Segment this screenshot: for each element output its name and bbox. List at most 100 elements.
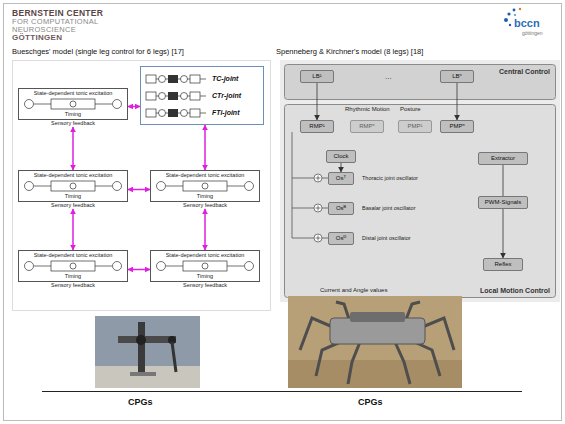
line-shape [227, 266, 244, 267]
joint-name: FTi-joint [212, 109, 239, 116]
left-diagram-frame [13, 61, 271, 311]
box-label: LBⁿ [444, 73, 470, 80]
rect-shape [146, 75, 156, 83]
module-heading: State-dependent tonic excitation [153, 172, 257, 179]
box-label: Osᵀ [332, 175, 350, 182]
leg-controller-box: State-dependent tonic excitationTimingSe… [150, 170, 260, 209]
rect-shape [190, 75, 200, 83]
slide-label: GÖTTINGEN [12, 33, 62, 42]
module-frame: State-dependent tonic excitationTiming [150, 170, 260, 202]
signal-arrow [503, 209, 504, 258]
circle-shape [157, 262, 166, 271]
joint-name: CTr-joint [212, 92, 241, 99]
feedback-label: Sensory feedback [150, 282, 260, 289]
neuron-circuit-symbol [153, 259, 257, 273]
module-frame: State-dependent tonic excitationTiming [18, 88, 128, 120]
timing-label: Timing [21, 111, 125, 118]
rect-shape [190, 92, 200, 100]
joint-callout-box: TC-jointCTr-jointFTi-joint [140, 66, 264, 125]
rect-shape [146, 109, 156, 117]
hexapod-photo-part [348, 342, 360, 384]
circle-shape [25, 262, 34, 271]
slide-label: Basalar joint oscillator [362, 205, 416, 211]
circle-shape [245, 262, 254, 271]
signal-arrow [457, 83, 458, 120]
box-label: Osᴮ [332, 205, 350, 212]
signal-arrow [341, 163, 342, 172]
control-band: Central ControlLB¹LBⁿ [284, 64, 556, 100]
line-shape [166, 186, 183, 187]
summing-junctions-part [292, 208, 314, 209]
line-shape [95, 104, 112, 105]
circle-shape [181, 109, 188, 116]
module-frame: State-dependent tonic excitationTiming [18, 250, 128, 282]
circle-shape [159, 75, 166, 82]
slide-label: BERNSTEIN CENTER [12, 8, 103, 18]
slide-frame-part [4, 4, 562, 421]
summing-junctions-part [318, 206, 319, 211]
summing-junctions-part [292, 238, 314, 239]
robot-leg-photo-part [138, 322, 145, 374]
module-heading: State-dependent tonic excitation [21, 252, 125, 259]
box-label: Osᴰ [332, 235, 350, 242]
rect-shape [183, 261, 227, 271]
bccn-logo-dots-part [514, 14, 516, 16]
line-shape [227, 186, 244, 187]
hexapod-photo-part [300, 302, 454, 384]
summing-junctions-part [314, 174, 322, 182]
line-shape [95, 186, 112, 187]
robot-leg-photo-part [172, 342, 176, 372]
circle-shape [245, 182, 254, 191]
right-panel-part [285, 105, 556, 298]
timing-label: Timing [21, 193, 125, 200]
feedback-label: Sensory feedback [18, 120, 128, 127]
robot-leg-photo-part [118, 336, 176, 343]
timing-label: Timing [153, 273, 257, 280]
slide-label: göttingen [522, 30, 543, 36]
process-box: PMPⁿ [440, 120, 474, 133]
timing-label: Timing [21, 273, 125, 280]
circle-shape [181, 92, 188, 99]
circle-shape [157, 182, 166, 191]
box-label: RMP¹ [304, 123, 330, 130]
slide-label: Thoracic joint oscillator [362, 175, 418, 181]
leg-controller-box: State-dependent tonic excitationTimingSe… [150, 250, 260, 289]
summing-junctions-part [314, 204, 322, 212]
signal-arrow [503, 165, 504, 196]
line-shape [34, 266, 51, 267]
module-frame: State-dependent tonic excitationTiming [18, 170, 128, 202]
signal-arrow [317, 83, 318, 120]
clock-box: Clock [326, 150, 356, 163]
rect-shape [168, 92, 178, 100]
neuron-circuit-symbol [21, 97, 125, 111]
process-box: PWM-Signals [478, 196, 528, 209]
circle-shape [159, 109, 166, 116]
left-diagram-frame-part [13, 61, 271, 311]
coupling-arrow [204, 125, 206, 170]
circle-shape [70, 263, 76, 269]
slide-label: Posture [400, 106, 421, 112]
right-panel [280, 60, 560, 302]
box-label: Reflex [487, 261, 519, 268]
leg-controller-box: State-dependent tonic excitationTimingSe… [18, 170, 128, 209]
summing-junctions-part [314, 234, 322, 242]
module-heading: State-dependent tonic excitation [21, 172, 125, 179]
hexapod-photo-part [395, 342, 410, 384]
band-title: Local Motion Control [480, 287, 550, 294]
caption-rule [42, 391, 522, 392]
module-heading: State-dependent tonic excitation [21, 90, 125, 97]
hexapod-photo-part [316, 340, 345, 376]
robot-leg-photo-part [130, 372, 156, 376]
robot-leg-photo [95, 316, 200, 388]
control-band: Local Motion ControlRMP¹RMPⁿPMP¹PMPⁿCloc… [284, 104, 556, 298]
right-panel-part [285, 65, 556, 100]
process-box: Extractor [478, 152, 528, 165]
box-label: Extractor [482, 155, 524, 162]
slide-label: Distal joint oscillator [362, 235, 411, 241]
bccn-logo-dots-part [513, 9, 516, 12]
robot-leg-photo-part [136, 335, 146, 345]
slide-label: Rhythmic Motion [345, 106, 390, 112]
rect-shape [51, 261, 95, 271]
